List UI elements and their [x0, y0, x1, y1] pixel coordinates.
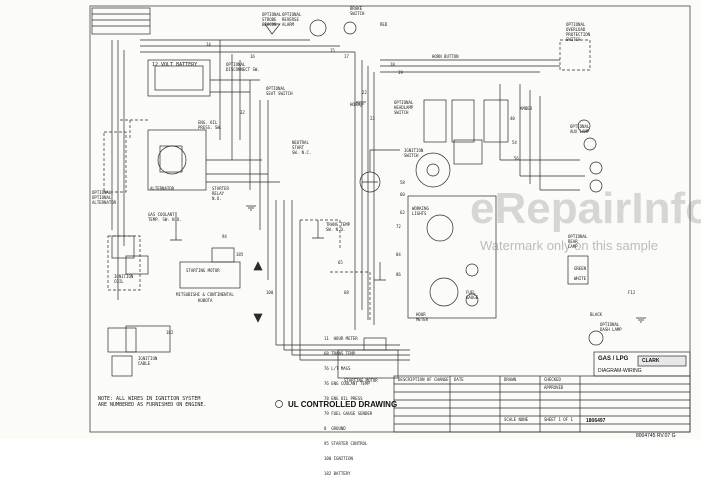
model-title: GAS / LPG: [598, 356, 629, 362]
wire-number: 72: [396, 224, 401, 229]
brake-switch-label: BRAKE SWITCH: [350, 6, 365, 16]
strobe-label: OPTIONAL STROBE BEACON: [262, 12, 282, 27]
wire-number: 15: [330, 48, 335, 53]
watermark-text: eRepairInfo.com: [470, 184, 701, 233]
legend-item: 8 GROUND: [324, 426, 346, 431]
wire-number: 86: [396, 272, 401, 277]
wire-number: 40: [510, 116, 515, 121]
dash-lamp-label: OPTIONAL DASH LAMP: [600, 322, 622, 332]
legend-item: 76 ENG COOLANT TEMP: [324, 381, 370, 386]
wire-number: 100: [266, 290, 274, 295]
ignition-coil-label: IGNITION COIL: [114, 274, 134, 284]
black-label: BLACK: [590, 312, 603, 317]
ul-controlled-drawing: UL CONTROLLED DRAWING: [288, 400, 398, 409]
alternator-block: [147, 129, 207, 191]
white-label: WHITE: [574, 276, 587, 281]
wire-number: 182: [166, 330, 174, 335]
wiring-diagram-drawing: [89, 5, 691, 433]
wire-number: 17: [344, 54, 349, 59]
starting-motor-1-label: STARTING MOTOR: [186, 268, 220, 273]
legend-item: 79 FUEL GAUGE SENDER: [324, 411, 373, 416]
tb-scale: SCALE NONE: [504, 417, 529, 422]
wire-number: 94: [222, 234, 227, 239]
wire-number: F12: [628, 290, 636, 295]
tb-sheet: SHEET 1 OF 1: [544, 417, 573, 422]
wire-number: 16: [250, 54, 255, 59]
horn-button-label: HORN BUTTON: [432, 54, 459, 59]
wire-number: 32: [240, 110, 245, 115]
title-block-frame: [393, 375, 691, 433]
brand-logo: CLARK: [642, 358, 660, 364]
wire-number: 19: [398, 70, 403, 75]
kubota-label: KUBOTA: [198, 298, 213, 303]
wire-number: 84: [396, 252, 401, 257]
wire-number: 56: [514, 156, 519, 161]
seat-switch-label: OPTIONAL SEAT SWITCH: [266, 86, 293, 96]
sheet-title: DIAGRAM-WIRING: [598, 368, 642, 374]
rear-lamp-label: OPTIONAL REAR LAMP: [568, 234, 588, 249]
legend-item: 76 L/T MASS: [324, 366, 351, 371]
legend-item: 68 TRANS TEMP: [324, 351, 356, 356]
wire-number: 54: [512, 140, 517, 145]
wire-number: 22: [362, 90, 367, 95]
starting-motor-1: [179, 261, 241, 289]
oil-press-label: ENG. OIL PRESS. SW.: [198, 120, 223, 130]
wire-number: 185: [236, 252, 244, 257]
tb-description: DESCRIPTION OF CHANGE: [398, 377, 449, 382]
tb-drawn: DRAWN: [504, 377, 517, 382]
gas-coolant-label: GAS COOLANT TEMP. SW. N.O.: [148, 212, 182, 222]
tb-checked: CHECKED: [544, 377, 561, 382]
tb-approved: APPROVED: [544, 385, 564, 390]
overload-label: OPTIONAL OVERLOAD PROTECTION SWITCH: [566, 22, 591, 42]
legend-item: 95 STARTER CONTROL: [324, 441, 368, 446]
amber-label: AMBER: [520, 106, 533, 111]
green-label: GREEN: [574, 266, 587, 271]
ignition-cable-label: IGNITION CABLE: [138, 356, 158, 366]
legend-item: 78 ENG OIL PRESS: [324, 396, 363, 401]
working-lights-label: WORKING LIGHTS: [412, 206, 429, 216]
wire-number: 65: [338, 260, 343, 265]
horn-label: HORN: [350, 102, 360, 107]
ignition-note: NOTE: ALL WIRES IN IGNITION SYSTEM ARE N…: [98, 396, 207, 408]
drawing-border: [89, 5, 691, 433]
battery-label: 12 VOLT BATTERY: [152, 62, 198, 68]
wire-number: 18: [390, 62, 395, 67]
wire-number: 68: [344, 290, 349, 295]
watermark-subtext: Watermark only on this sample: [480, 238, 658, 253]
fuel-gauge-label: FUEL GAUGE: [466, 290, 479, 300]
legend-item: 100 IGNITION: [324, 456, 353, 461]
legend-item: 182 BATTERY: [324, 471, 351, 476]
headlamp-switch-label: OPTIONAL HEADLAMP SWITCH: [394, 100, 414, 115]
starting-motor-2-label: STARTING MOTOR: [344, 378, 378, 383]
neutral-start-label: NEUTRAL START SW. N.C.: [292, 140, 312, 155]
ignition-switch-label: IGNITION SWITCH: [404, 148, 424, 158]
part-number: 1806497: [586, 418, 606, 424]
wire-number: 14: [206, 42, 211, 47]
instrument-cluster: [407, 195, 497, 319]
page-ref: 8004745 RV.07 G: [636, 433, 676, 439]
wiring-diagram-sheet: 12 VOLT BATTERY OPTIONAL DISCONNECT SW. …: [89, 5, 701, 476]
battery-symbol: [147, 59, 211, 97]
tb-date: DATE: [454, 377, 464, 382]
trans-temp-label: TRANS TEMP SW. N.O.: [326, 222, 351, 232]
wire-number: 23: [370, 116, 375, 121]
starter-relay-label: STARTER RELAY N.O.: [212, 186, 229, 201]
mitsubishi-label: MITSUBISHI & CONTINENTAL: [176, 292, 234, 297]
wire-number: 58: [400, 180, 405, 185]
hour-meter-label: HOUR METER: [416, 312, 429, 322]
aux-lamp-label: OPTIONAL AUX LAMP: [570, 124, 590, 134]
headlamp-switch-box: [423, 99, 447, 143]
wire-number: 62: [400, 210, 405, 215]
ignition-switch-symbol: [415, 152, 451, 188]
legend-item: 11 HOUR METER: [324, 336, 358, 341]
wire-number: 60: [400, 192, 405, 197]
reverse-alarm-label: OPTIONAL REVERSE ALARM: [282, 12, 302, 27]
red-label: RED: [380, 22, 388, 27]
battery-disconnect-label: OPTIONAL DISCONNECT SW.: [226, 62, 260, 72]
optional-alternator-label: OPTIONAL OPTIONAL ALTERNATOR: [92, 190, 117, 205]
alternator-label: ALTERNATOR: [150, 186, 175, 191]
ignition-coil-2: [125, 325, 171, 353]
